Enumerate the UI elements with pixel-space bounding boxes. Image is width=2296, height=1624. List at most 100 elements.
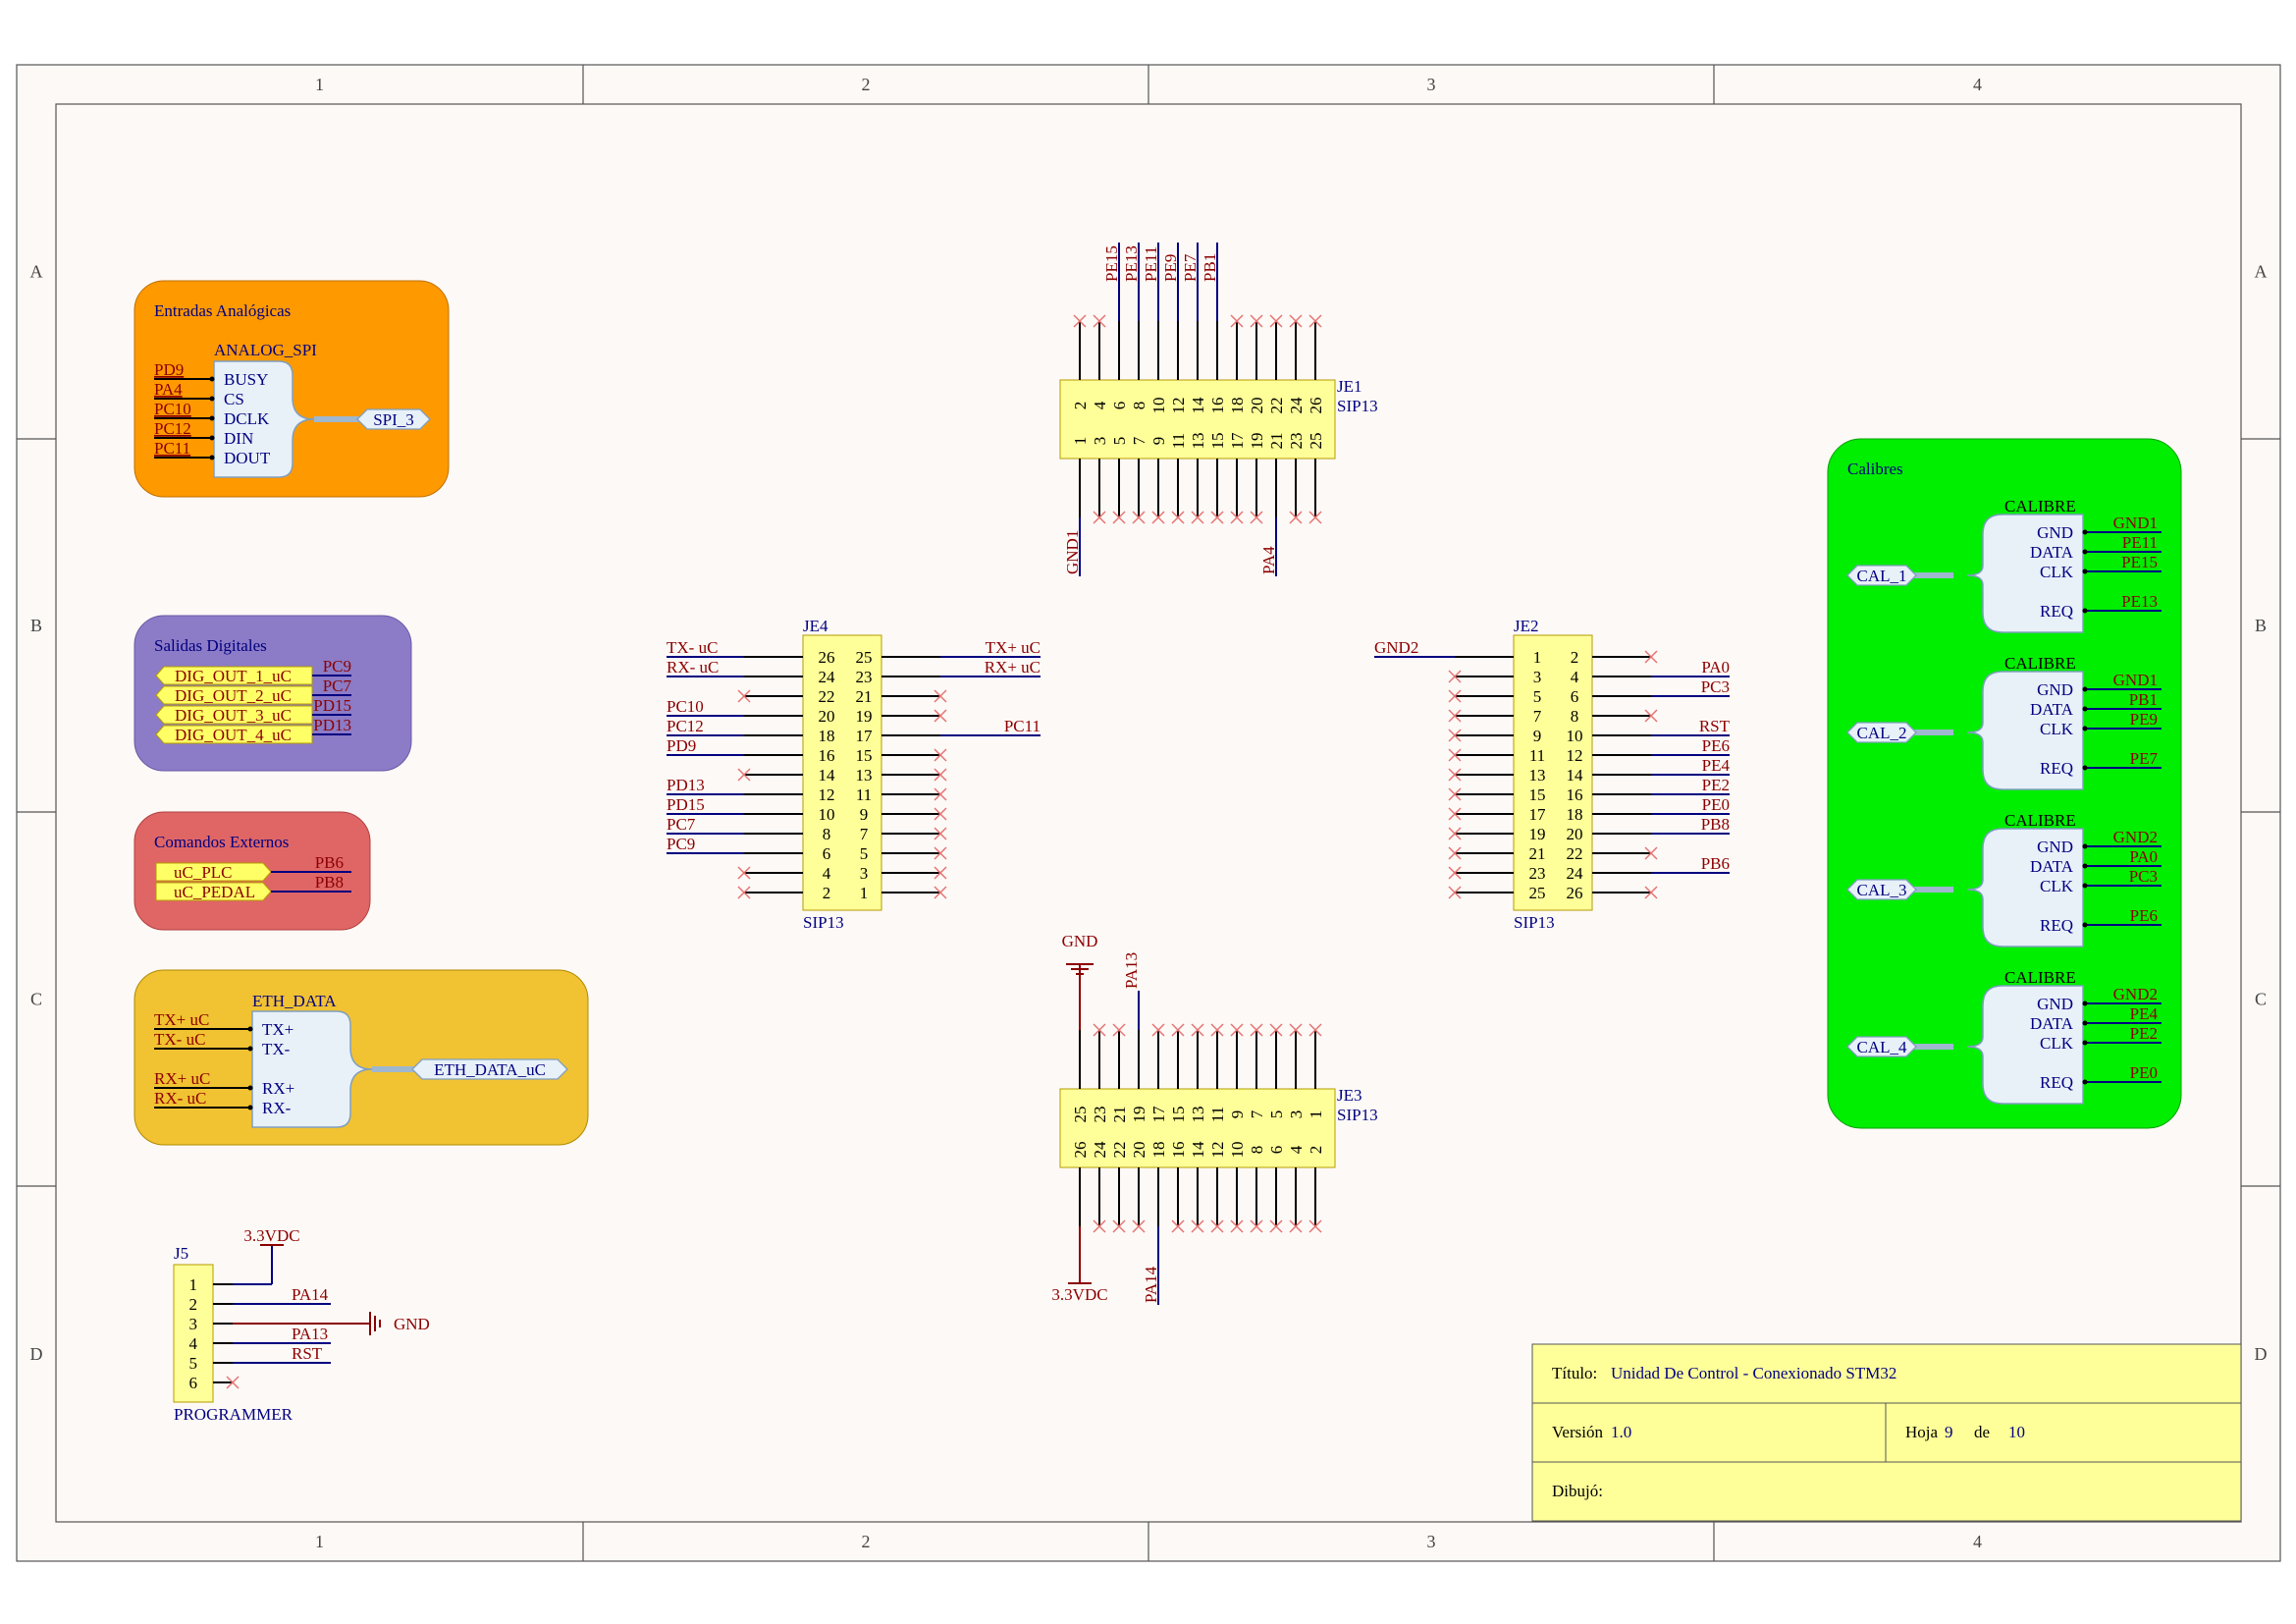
pin-dot (2082, 1079, 2088, 1085)
net-label-group: PE15 (1102, 245, 1121, 282)
pin-number: 14 (1189, 397, 1207, 414)
net-label: PA14 (292, 1285, 329, 1304)
port-req: REQ (2040, 759, 2073, 778)
pin-number: 3 (860, 864, 869, 883)
dibujo-label: Dibujó: (1552, 1482, 1603, 1500)
pin-number-group: 6 (1110, 402, 1129, 410)
port-cs: CS (224, 390, 244, 408)
net-label: TX- uC (154, 1030, 205, 1049)
pin-number: 11 (1169, 433, 1188, 449)
pin-number-group: 20 (1248, 398, 1266, 414)
bus-label-eth-data-uc (411, 1058, 568, 1080)
no-connect-mark (1448, 768, 1462, 782)
pin-number-group: 21 (1267, 433, 1286, 450)
total-value: 10 (2008, 1423, 2025, 1441)
pin-number: 10 (1228, 1142, 1247, 1159)
no-connect-mark (934, 807, 947, 821)
pin-dot (209, 455, 215, 460)
pin-number: 24 (1567, 864, 1584, 883)
zone-row-label: A (2255, 262, 2268, 282)
net-label: TX+ uC (986, 638, 1041, 657)
block-name-calibre: CALIBRE (2004, 654, 2076, 673)
pin-number: 19 (1248, 433, 1266, 450)
no-connect-mark (1289, 511, 1303, 524)
no-connect-mark (1269, 1219, 1283, 1233)
pin-number: 2 (823, 884, 831, 902)
pin-number-group: 3 (1091, 437, 1109, 446)
connector-type: SIP13 (803, 913, 844, 932)
calibre-block (1966, 514, 2084, 633)
pin-number: 5 (860, 844, 869, 863)
net-label-group: PA14 (1142, 1266, 1160, 1303)
net-label: PB6 (1701, 854, 1730, 873)
pin-number: 10 (819, 805, 835, 824)
pin-number-group: 25 (1071, 1107, 1090, 1123)
no-connect-mark (1151, 511, 1165, 524)
gnd-label: GND (1062, 932, 1098, 950)
pin-number: 4 (1091, 401, 1109, 409)
bus-port-label: CAL_1 (1857, 567, 1907, 585)
pin-number: 18 (1228, 398, 1247, 414)
pin-number: 20 (1567, 825, 1583, 843)
no-connect-mark (1448, 827, 1462, 840)
pin-dot (2082, 843, 2088, 849)
pin-number: 17 (1529, 805, 1547, 824)
net-label: PE4 (2130, 1004, 2159, 1023)
no-connect-mark (1093, 1023, 1106, 1037)
input-port-flag (155, 882, 272, 901)
net-label: PD15 (313, 696, 351, 715)
connector-designator: JE1 (1337, 377, 1362, 396)
calibre-block (1966, 671, 2084, 790)
net-label: PC9 (323, 657, 351, 676)
no-connect-mark (737, 768, 751, 782)
no-connect-mark (934, 886, 947, 899)
net-label: RX+ uC (154, 1069, 210, 1088)
pin-number-group: 7 (1248, 1110, 1266, 1118)
pin-number-group: 8 (1130, 402, 1148, 410)
no-connect-mark (934, 689, 947, 703)
net-label: PC3 (1701, 677, 1730, 696)
no-connect-mark (737, 689, 751, 703)
pin-number: 13 (856, 766, 873, 785)
port-dig_out_2_uc: DIG_OUT_2_uC (175, 686, 292, 705)
title-block (1531, 1343, 2242, 1522)
no-connect-mark (1171, 511, 1185, 524)
port-clk: CLK (2040, 563, 2074, 581)
pin-number: 18 (1567, 805, 1583, 824)
pin-number-group: 15 (1169, 1107, 1188, 1123)
no-connect-mark (1250, 314, 1263, 328)
net-label-group: PA13 (1122, 952, 1141, 989)
pin-number: 26 (1307, 398, 1325, 414)
net-label: GND2 (2113, 985, 2158, 1003)
port-req: REQ (2040, 602, 2073, 621)
supply-label: 3.3VDC (1051, 1285, 1107, 1304)
pin-number: 16 (1567, 785, 1583, 804)
pin-dot (2082, 706, 2088, 712)
connector-body-je2 (1513, 634, 1593, 911)
net-label: PE6 (1702, 736, 1730, 755)
pin-number: 15 (1529, 785, 1546, 804)
port-uc_pedal: uC_PEDAL (174, 883, 255, 901)
pin-dot (2082, 1001, 2088, 1006)
pin-number: 5 (1267, 1110, 1286, 1119)
pin-number: 24 (819, 668, 836, 686)
port-data: DATA (2030, 857, 2074, 876)
pin-number: 3 (1091, 437, 1109, 446)
pin-number-group: 16 (1208, 398, 1227, 414)
pin-number: 1 (1307, 1110, 1325, 1119)
pin-number-group: 9 (1228, 1110, 1247, 1119)
net-label: PE15 (2121, 553, 2158, 571)
pin-number: 21 (1267, 433, 1286, 450)
pin-dot (247, 1026, 253, 1032)
no-connect-mark (1448, 787, 1462, 801)
no-connect-mark (1250, 1023, 1263, 1037)
port-req: REQ (2040, 916, 2073, 935)
pin-number: 24 (1287, 397, 1306, 414)
titulo-label: Título: (1552, 1364, 1597, 1382)
pin-number: 17 (856, 727, 874, 745)
no-connect-mark (1230, 1219, 1244, 1233)
net-label: PA0 (2129, 847, 2158, 866)
zone-column-label: 1 (315, 75, 324, 94)
port-dig_out_3_uc: DIG_OUT_3_uC (175, 706, 292, 725)
net-label: PE7 (1181, 253, 1200, 282)
